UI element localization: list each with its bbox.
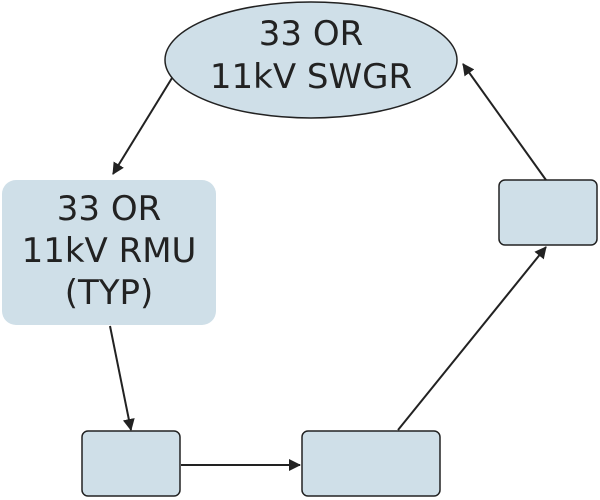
bottom-left-box [81,430,181,497]
rmu-label-line2: 11kV RMU [22,231,197,271]
arrow-swgr-to-rmu [112,77,173,175]
swgr-label-line2: 11kV SWGR [210,57,412,97]
arrow-bottom-mid-to-right-box [397,246,547,431]
arrow-rmu-to-bottom-left [109,325,135,431]
node-right-box [498,179,598,246]
swgr-label-line1: 33 OR [259,14,363,54]
arrow-right-box-to-swgr [462,63,547,181]
rmu-box [2,180,216,325]
node-rmu: 33 OR 11kV RMU (TYP) [2,180,216,325]
rmu-label-line3: (TYP) [65,273,154,313]
node-swgr: 33 OR 11kV SWGR [164,1,458,119]
node-bottom-mid-box [301,430,441,497]
bottom-mid-box [301,430,441,497]
node-bottom-left-box [81,430,181,497]
right-box [498,179,598,246]
swgr-ellipse [164,1,458,119]
rmu-label-line1: 33 OR [57,189,161,229]
